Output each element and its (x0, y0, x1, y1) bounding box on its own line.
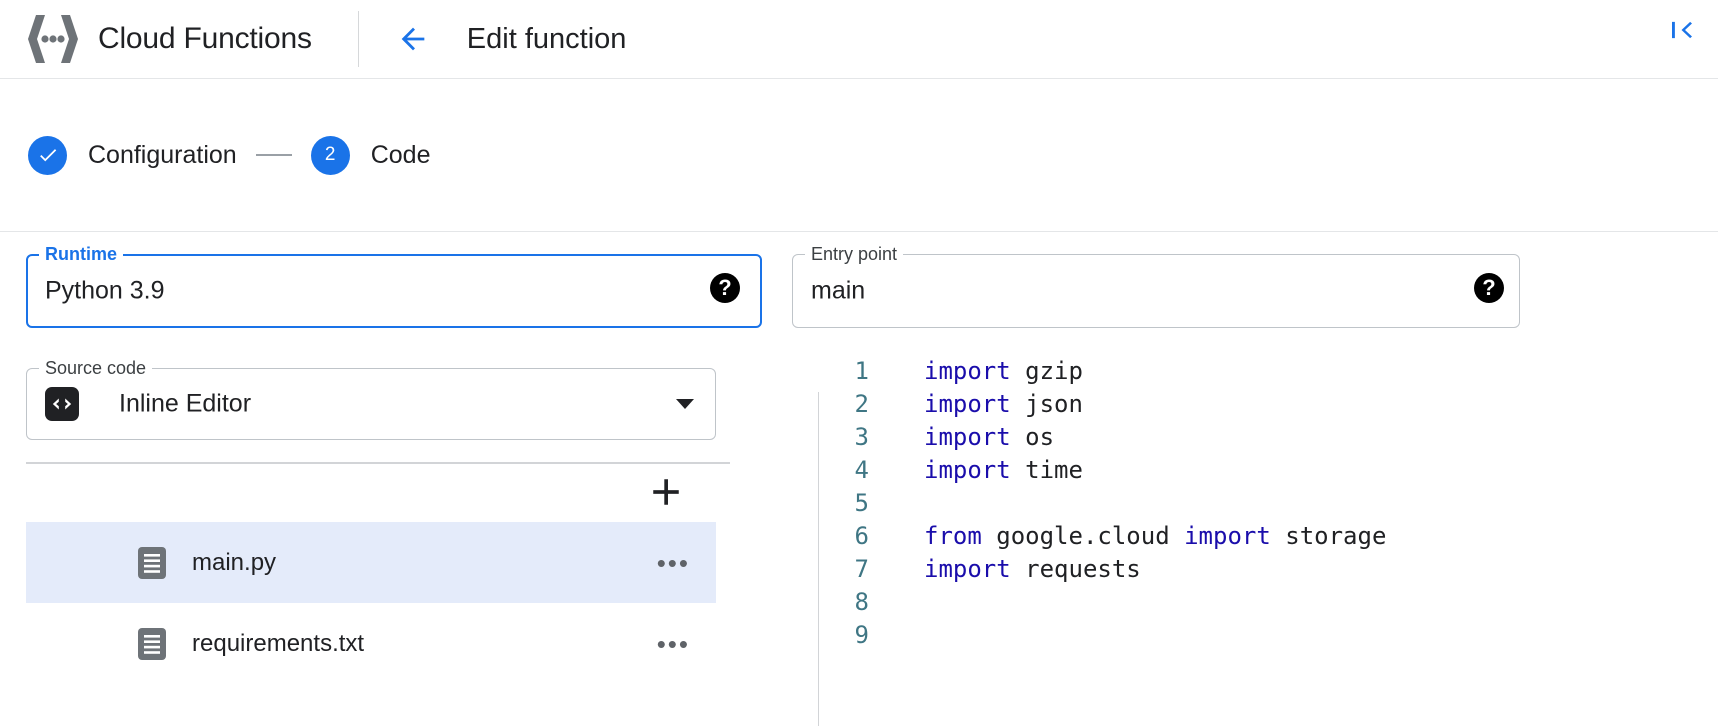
step-configuration[interactable]: Configuration (28, 135, 237, 175)
collapse-panel-icon (1672, 21, 1692, 39)
file-overflow-menu-button[interactable]: ••• (656, 547, 690, 578)
step-code[interactable]: 2 Code (310, 135, 431, 175)
plus-icon (653, 479, 679, 505)
code-token: import (924, 357, 1011, 385)
step-code-label: Code (370, 140, 431, 169)
entry-point-help-icon[interactable]: ? (1474, 273, 1504, 303)
code-token: requests (1010, 555, 1141, 583)
code-token: import (924, 423, 1011, 451)
code-line: 5 (819, 487, 1718, 520)
code-line: 3 import os (819, 421, 1718, 454)
line-number: 4 (854, 456, 869, 484)
runtime-select[interactable]: Runtime Python 3.9 (26, 244, 762, 328)
line-number: 7 (854, 555, 869, 583)
file-panel: main.py ••• requirements.txt (0, 448, 730, 726)
app-header: Cloud Functions Edit function (0, 0, 1718, 79)
code-brackets-icon (45, 387, 79, 421)
line-content: from google.cloud import storage (924, 520, 1386, 553)
product-title: Cloud Functions (98, 22, 312, 55)
file-list-item-main-py[interactable]: main.py ••• (26, 522, 716, 603)
step-connector (255, 154, 292, 156)
line-number: 9 (854, 621, 869, 649)
code-token: json (1010, 390, 1083, 418)
code-token: import (924, 555, 1011, 583)
code-line: 1 import gzip (819, 355, 1718, 388)
code-token: import (924, 390, 1011, 418)
file-panel-divider (26, 462, 730, 464)
step-code-marker: 2 (310, 135, 350, 175)
code-token: import (924, 456, 1011, 484)
line-content: import os (924, 421, 1054, 454)
code-line: 2 import json (819, 388, 1718, 421)
file-icon (138, 627, 166, 660)
check-icon (39, 149, 56, 162)
file-name: requirements.txt (192, 629, 365, 657)
code-token: storage (1270, 522, 1387, 550)
entry-point-value: main (811, 276, 866, 305)
step-configuration-label: Configuration (88, 140, 237, 169)
header-divider (357, 11, 359, 67)
page-title: Edit function (466, 22, 627, 55)
collapse-panel-button[interactable] (1660, 8, 1704, 52)
line-number: 8 (854, 588, 869, 616)
line-content: import json (924, 388, 1083, 421)
file-icon (138, 546, 166, 579)
add-file-button[interactable] (642, 468, 690, 516)
code-editor[interactable]: 1 import gzip 2 import json 3 import os 4 impor… (819, 355, 1718, 726)
line-content: import gzip (924, 355, 1083, 388)
entry-point-outline (792, 254, 1520, 328)
file-name: main.py (192, 548, 277, 576)
arrow-left-icon (401, 27, 425, 51)
line-number: 1 (854, 357, 869, 385)
code-line: 8 (819, 586, 1718, 619)
runtime-value: Python 3.9 (45, 276, 165, 305)
source-code-label: Source code (39, 358, 153, 378)
code-token: os (1010, 423, 1055, 451)
entry-point-label: Entry point (805, 244, 904, 264)
source-code-value: Inline Editor (119, 389, 252, 418)
code-line: 7 import requests (819, 553, 1718, 586)
line-content: import time (924, 454, 1083, 487)
code-line: 6 from google.cloud import storage (819, 520, 1718, 553)
runtime-help-icon[interactable]: ? (710, 273, 740, 303)
code-token: time (1010, 456, 1083, 484)
code-line: 9 (819, 619, 1718, 652)
entry-point-input[interactable]: Entry point main (792, 244, 1520, 328)
code-line: 4 import time (819, 454, 1718, 487)
back-button[interactable] (389, 15, 437, 63)
runtime-label: Runtime (39, 244, 123, 264)
code-token: google.cloud (981, 522, 1185, 550)
code-token: import (1184, 522, 1271, 550)
code-step-body: Runtime Python 3.9 ? Entry point main ? … (0, 233, 1718, 726)
editor-divider (818, 392, 819, 726)
line-number: 5 (854, 489, 869, 517)
line-content: import requests (924, 553, 1141, 586)
wizard-stepper: Configuration 2 Code (0, 79, 1718, 232)
file-list-item-requirements-txt[interactable]: requirements.txt ••• (26, 603, 716, 684)
source-code-select[interactable]: Source code Inline Editor (26, 358, 716, 440)
cloud-functions-logo-icon (22, 8, 84, 70)
file-list: main.py ••• requirements.txt (26, 522, 716, 684)
line-number: 3 (854, 423, 869, 451)
code-token: from (924, 522, 982, 550)
line-number: 6 (854, 522, 869, 550)
step-configuration-marker (28, 135, 67, 175)
line-number: 2 (854, 390, 869, 418)
code-token: gzip (1010, 357, 1083, 385)
file-overflow-menu-button[interactable]: ••• (656, 628, 690, 659)
chevron-down-icon[interactable] (676, 399, 694, 409)
